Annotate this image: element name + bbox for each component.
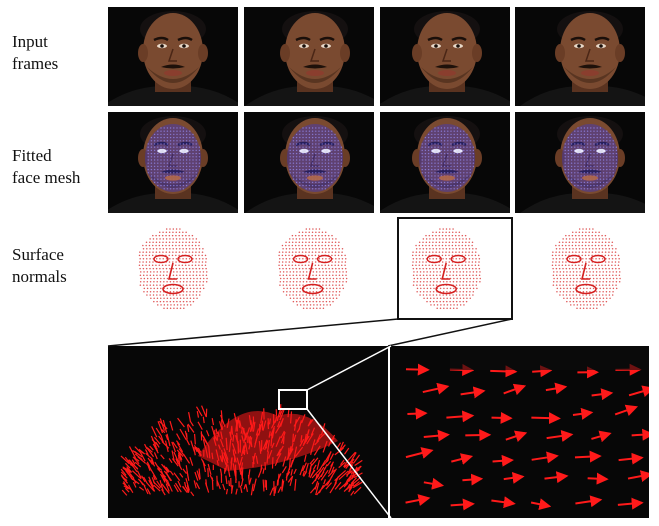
normal-field-side-view [120,404,363,497]
fitted-mesh-face-3 [380,116,510,213]
normals-4 [515,222,645,317]
fitted-mesh-face-4 [520,116,645,213]
mesh-3 [380,112,510,213]
row-label-input-frames: Input frames [12,32,59,73]
frame-1 [108,7,238,106]
frame-2 [244,7,374,106]
normals-2 [244,222,374,317]
normal-point-cloud-4 [551,228,621,309]
callout-line-left [107,318,399,347]
mesh-1 [108,112,238,213]
callout-line-right [387,318,513,347]
row-label-fitted-face-mesh: Fitted face mesh [12,146,81,187]
fitted-mesh-face-2 [245,116,374,213]
normals-1 [108,222,238,317]
row-label-surface-normals: Surface normals [12,245,67,286]
frame-3 [380,7,510,106]
normal-point-cloud-3 [411,228,481,309]
input-face-1 [108,11,238,106]
normal-point-cloud-1 [138,228,208,309]
normal-point-cloud-2 [278,228,348,309]
normal-arrows-closeup [405,346,649,511]
input-face-2 [245,11,374,106]
fitted-mesh-face-1 [108,116,238,213]
input-face-4 [520,11,645,106]
mesh-4 [515,112,645,213]
frame-4 [515,7,645,106]
zoom-arrow-closeup-panel [390,346,649,518]
mesh-2 [244,112,374,213]
normals-3 [380,222,510,317]
input-face-3 [380,11,510,106]
zoom-normal-field-panel [108,346,388,518]
